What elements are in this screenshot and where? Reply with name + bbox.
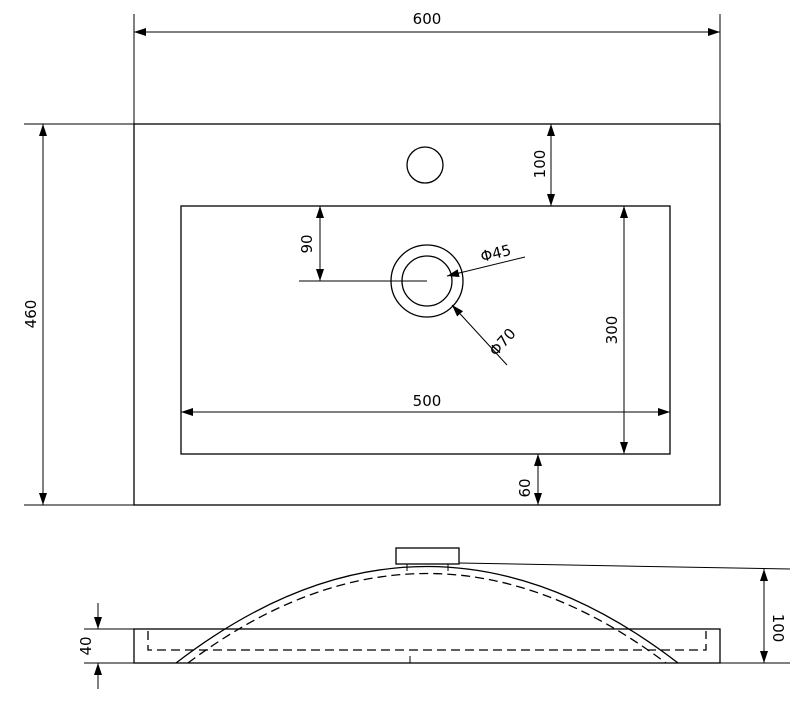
dimension-overall-width: 600: [133, 10, 721, 124]
label-slab-thickness: 40: [77, 636, 95, 655]
label-overall-depth: 460: [22, 300, 40, 329]
dimension-overall-depth: 460: [22, 123, 134, 506]
dimension-drain-offset: 90: [298, 206, 427, 282]
dimension-tap-hole-offset: 100: [531, 124, 555, 206]
countertop-outline: [133, 123, 721, 506]
side-view: 40 100: [77, 547, 791, 689]
tap-hole: [406, 146, 444, 184]
basin-outer-arch: [175, 566, 679, 664]
label-drain-offset: 90: [298, 234, 316, 253]
dimension-bowl-depth: 300: [603, 206, 628, 454]
label-basin-height: 100: [769, 614, 787, 643]
tap-deck: [395, 547, 460, 565]
label-drain-inner-diameter: Φ45: [479, 241, 513, 266]
basin-inner-arch-hidden: [187, 572, 667, 664]
label-drain-outer-diameter: Φ70: [486, 325, 520, 360]
dimension-basin-height: 100: [458, 562, 791, 664]
label-front-rim: 60: [516, 478, 534, 497]
slab-inner-hidden: [147, 631, 707, 651]
dimension-front-rim: 60: [516, 454, 542, 505]
label-tap-hole-offset: 100: [531, 150, 549, 179]
bowl-outline: [180, 205, 671, 455]
dimension-drain-outer-diameter: Φ70: [451, 304, 520, 366]
slab-outline: [133, 628, 721, 664]
dimension-drain-inner-diameter: Φ45: [446, 241, 526, 278]
dimension-slab-thickness: 40: [77, 603, 134, 689]
label-bowl-width: 500: [413, 392, 442, 410]
label-overall-width: 600: [413, 10, 442, 28]
label-bowl-depth: 300: [603, 316, 621, 345]
dimension-bowl-width: 500: [181, 392, 670, 416]
top-view: 600 460 100 90 Φ45 Φ70: [22, 10, 721, 506]
